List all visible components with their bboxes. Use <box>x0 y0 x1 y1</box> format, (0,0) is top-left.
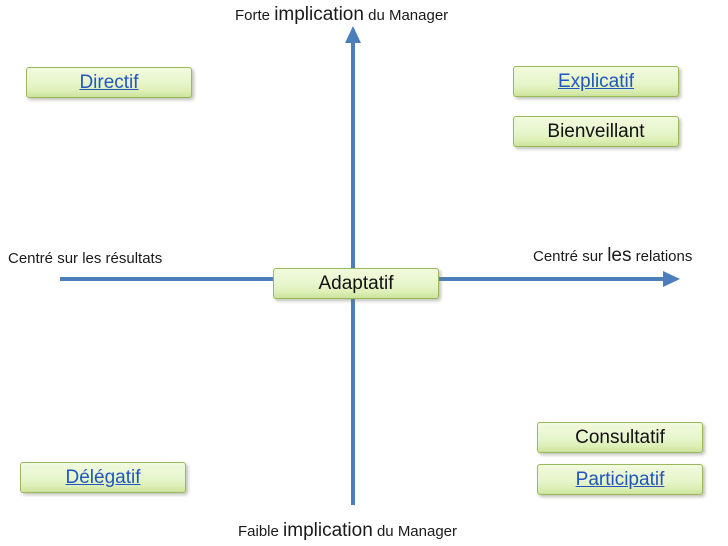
style-box-delegatif-label: Délégatif <box>65 466 141 488</box>
style-box-participatif-label: Participatif <box>575 468 665 490</box>
axis-label-top: Forte implication du Manager <box>235 5 448 26</box>
axis-label-top-pre: Forte <box>235 7 275 24</box>
up-arrowhead-icon <box>345 26 361 43</box>
axis-label-left: Centré sur les résultats <box>8 248 162 269</box>
axis-label-bottom-emph: implication <box>283 520 373 541</box>
axis-label-right: Centré sur les relations <box>533 246 692 267</box>
axis-label-top-emph: implication <box>274 4 364 25</box>
style-box-explicatif-label: Explicatif <box>557 70 635 92</box>
axis-label-bottom-post: du Manager <box>372 523 458 540</box>
axis-label-right-emph: les <box>607 245 632 266</box>
style-box-bienveillant: Bienveillant <box>513 116 679 147</box>
style-box-explicatif[interactable]: Explicatif <box>513 66 679 97</box>
right-arrowhead-icon <box>663 271 680 287</box>
style-box-consultatif: Consultatif <box>537 422 703 453</box>
axis-label-top-post: du Manager <box>363 7 449 24</box>
style-box-delegatif[interactable]: Délégatif <box>20 462 186 493</box>
style-box-adaptatif: Adaptatif <box>273 268 439 299</box>
axis-label-bottom: Faible implication du Manager <box>238 521 457 542</box>
axis-label-bottom-pre: Faible <box>238 523 284 540</box>
style-box-participatif[interactable]: Participatif <box>537 464 703 495</box>
style-box-bienveillant-label: Bienveillant <box>547 120 645 142</box>
style-box-directif-label: Directif <box>79 71 139 93</box>
style-box-adaptatif-label: Adaptatif <box>318 272 394 294</box>
style-box-directif[interactable]: Directif <box>26 67 192 98</box>
axis-label-left-pre: Centré sur les résultats <box>8 250 163 267</box>
style-box-consultatif-label: Consultatif <box>575 426 665 448</box>
axis-label-right-pre: Centré sur <box>533 248 608 265</box>
axis-label-right-post: relations <box>631 248 693 265</box>
